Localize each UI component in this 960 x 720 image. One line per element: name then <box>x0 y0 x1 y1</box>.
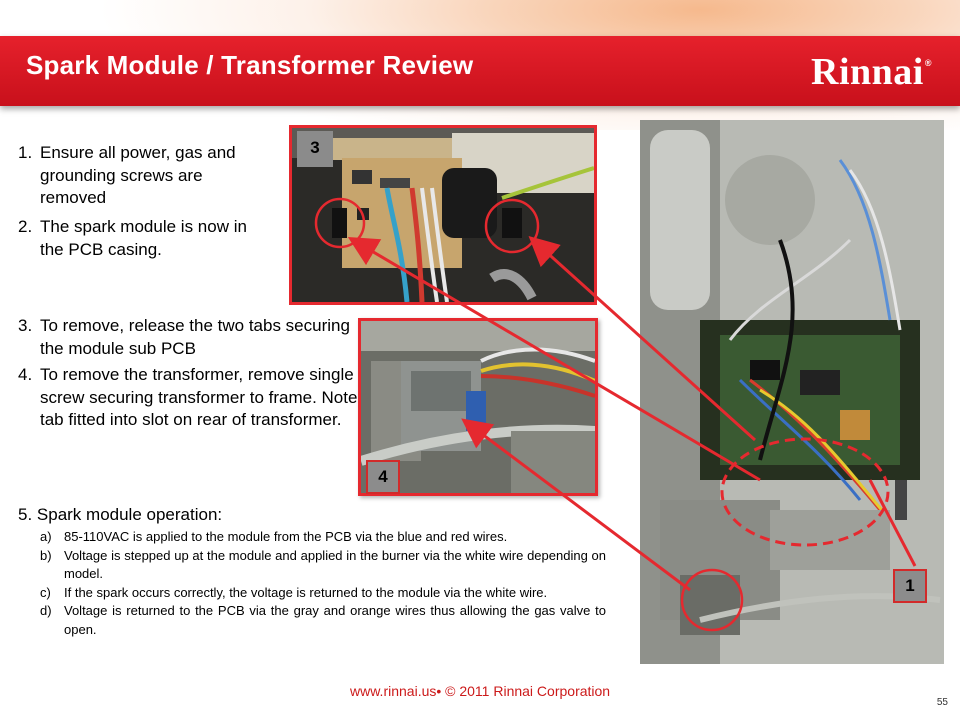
substep-c: c) If the spark occurs correctly, the vo… <box>40 584 606 603</box>
transformer-illustration <box>361 321 595 493</box>
photo-label-1: 1 <box>893 569 927 603</box>
step-number: 1. <box>18 143 33 162</box>
step-5-title: 5. Spark module operation: <box>18 505 223 524</box>
photo-label-4: 4 <box>366 460 400 494</box>
page-title: Spark Module / Transformer Review <box>26 50 474 80</box>
step-4: 4. To remove the transformer, remove sin… <box>18 364 358 432</box>
photo-transformer <box>358 318 598 496</box>
substep-letter: d) <box>40 603 52 618</box>
substep-text: Voltage is stepped up at the module and … <box>64 547 606 582</box>
substep-a: a) 85-110VAC is applied to the module fr… <box>40 528 606 547</box>
arrow-to-tab-right <box>528 235 757 442</box>
substep-text: Voltage is returned to the PCB via the g… <box>64 603 606 637</box>
substep-letter: a) <box>40 529 52 544</box>
arrow-to-area-1 <box>868 479 917 567</box>
substep-letter: b) <box>40 547 52 563</box>
step-1: 1. Ensure all power, gas and grounding s… <box>18 142 268 210</box>
photo-label-3: 3 <box>297 131 333 167</box>
step-2: 2. The spark module is now in the PCB ca… <box>18 216 268 261</box>
step-number: 3. <box>18 316 33 335</box>
step-5-list: a) 85-110VAC is applied to the module fr… <box>40 528 606 639</box>
unit-illustration <box>640 120 944 664</box>
photo-full-unit <box>640 120 944 664</box>
substep-d: d) Voltage is returned to the PCB via th… <box>40 602 606 639</box>
title-bar: Spark Module / Transformer Review Rinnai… <box>0 36 960 106</box>
substep-text: 85-110VAC is applied to the module from … <box>64 529 508 544</box>
step-text: To remove the transformer, remove single… <box>40 365 358 429</box>
step-text: The spark module is now in the PCB casin… <box>40 217 247 259</box>
arrow-to-tab-left <box>347 236 761 482</box>
step-text: To remove, release the two tabs securing… <box>40 316 350 358</box>
substep-letter: c) <box>40 584 51 600</box>
step-number: 4. <box>18 365 33 384</box>
photo-spark-module <box>289 125 597 305</box>
substep-b: b) Voltage is stepped up at the module a… <box>40 547 606 584</box>
rinnai-logo: Rinnai® <box>811 50 932 94</box>
logo-text: Rinnai <box>811 51 924 93</box>
registered-mark: ® <box>924 58 932 69</box>
step-3: 3. To remove, release the two tabs secur… <box>18 315 352 360</box>
footer-link[interactable]: www.rinnai.us• © 2011 Rinnai Corporation <box>350 683 611 699</box>
page-number: 55 <box>936 697 948 708</box>
substep-text: If the spark occurs correctly, the volta… <box>64 584 548 600</box>
step-text: Ensure all power, gas and grounding scre… <box>40 143 236 207</box>
arrow-to-transformer <box>461 418 691 592</box>
spark-module-illustration <box>292 128 594 302</box>
step-number: 2. <box>18 217 33 236</box>
